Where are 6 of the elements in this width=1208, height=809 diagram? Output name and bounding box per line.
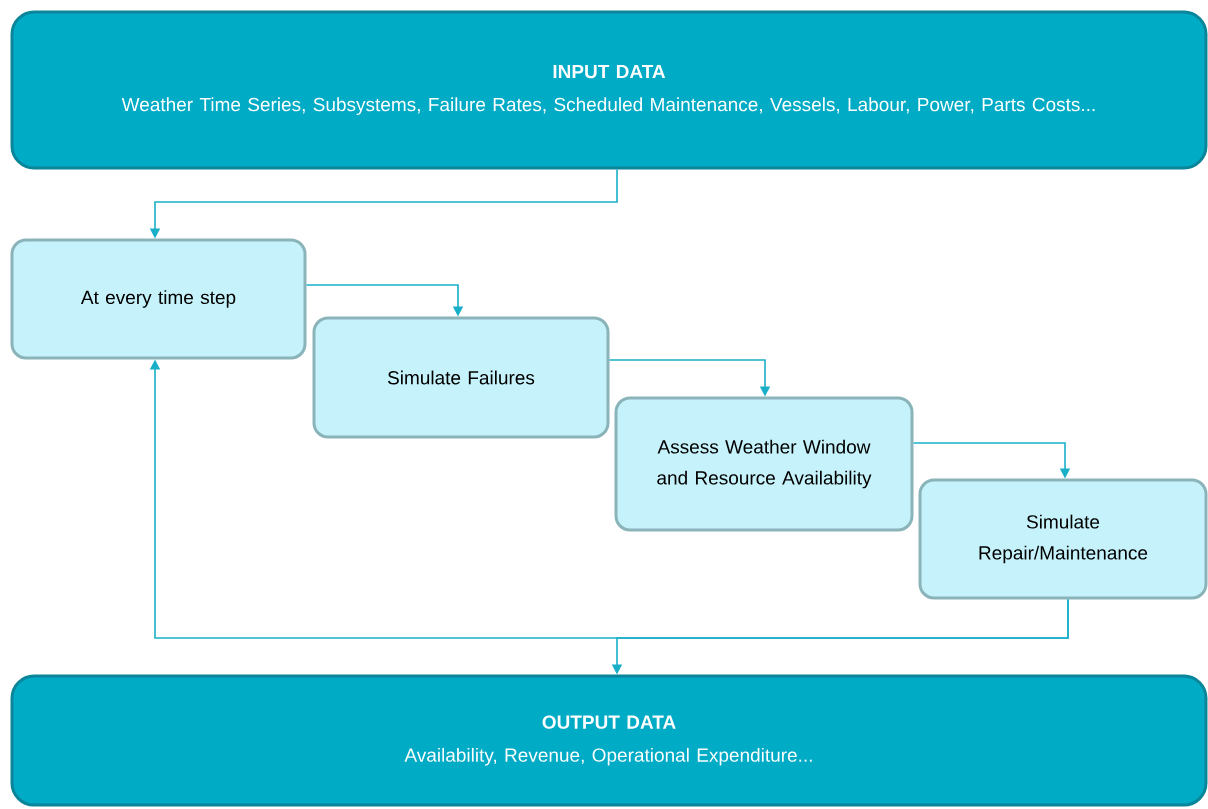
process-box: At every time step [10, 238, 307, 360]
process-box: Simulate Repair/Maintenance [918, 478, 1208, 600]
data-band: INPUT DATA Weather Time Series, Subsystems, Failure Rates, Scheduled Maintenance, Vessels, Labour, Power, Parts Costs... [10, 10, 1208, 170]
process-box: Assess Weather Window and Resource Availability [614, 396, 914, 532]
data-band: OUTPUT DATA Availability, Revenue, Operational Expenditure... [10, 674, 1208, 807]
process-box: Simulate Failures [312, 316, 610, 439]
